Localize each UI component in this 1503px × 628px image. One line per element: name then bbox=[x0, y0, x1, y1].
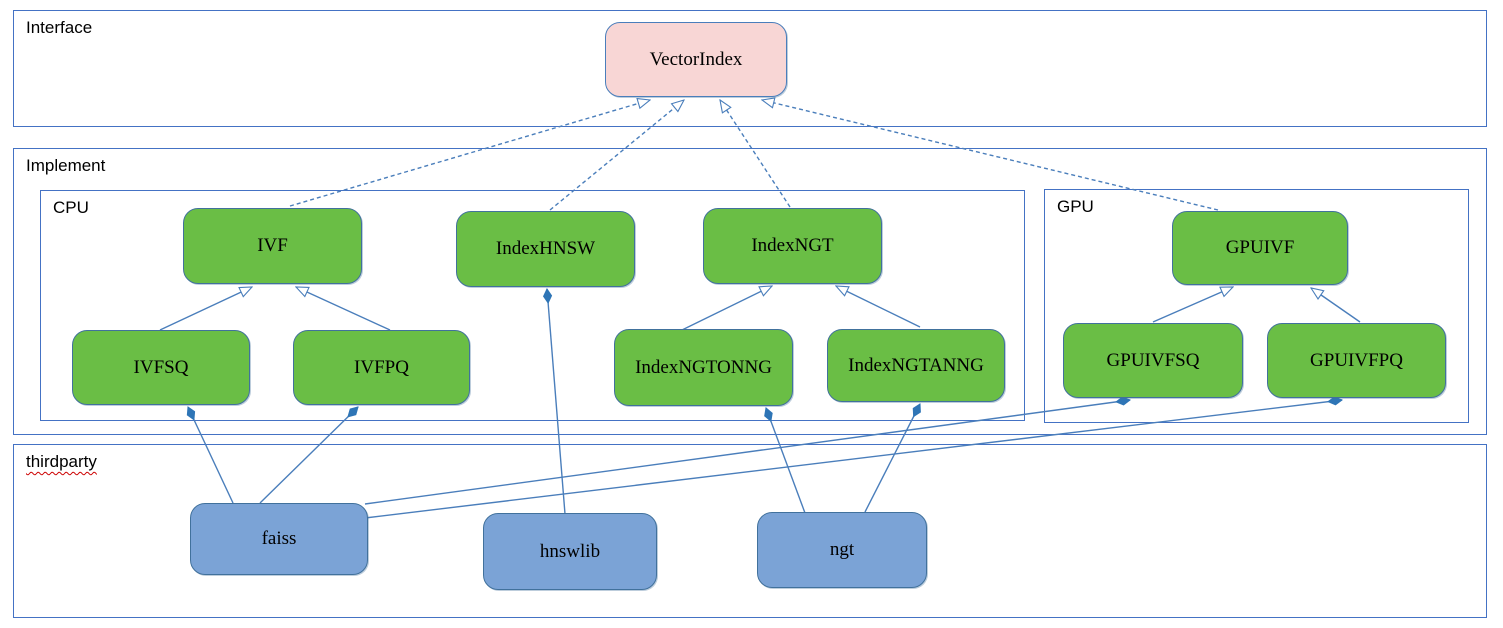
node-gpuivfpq-label: GPUIVFPQ bbox=[1310, 349, 1403, 371]
group-implement-label: Implement bbox=[26, 156, 106, 175]
node-ivfsq[interactable]: IVFSQ bbox=[72, 330, 250, 405]
node-indexhnsw[interactable]: IndexHNSW bbox=[456, 211, 635, 287]
node-gpuivfpq[interactable]: GPUIVFPQ bbox=[1267, 323, 1446, 398]
node-ivfpq-label: IVFPQ bbox=[354, 356, 409, 378]
node-ivf-label: IVF bbox=[257, 235, 288, 256]
node-faiss[interactable]: faiss bbox=[190, 503, 368, 575]
node-indexngtanng[interactable]: IndexNGTANNG bbox=[827, 329, 1005, 402]
node-indexngt[interactable]: IndexNGT bbox=[703, 208, 882, 284]
node-gpuivfsq[interactable]: GPUIVFSQ bbox=[1063, 323, 1243, 398]
node-hnswlib[interactable]: hnswlib bbox=[483, 513, 657, 590]
node-ngt-label: ngt bbox=[829, 539, 855, 560]
node-ivf[interactable]: IVF bbox=[183, 208, 362, 284]
node-vectorindex[interactable]: VectorIndex bbox=[605, 22, 787, 97]
group-cpu-label: CPU bbox=[53, 198, 89, 217]
node-gpuivf-label: GPUIVF bbox=[1225, 237, 1295, 258]
node-faiss-label: faiss bbox=[261, 528, 297, 549]
node-hnswlib-label: hnswlib bbox=[539, 540, 601, 562]
node-indexngtonng-label: IndexNGTONNG bbox=[635, 356, 772, 378]
node-indexngtonng[interactable]: IndexNGTONNG bbox=[614, 329, 793, 406]
node-ivfpq[interactable]: IVFPQ bbox=[293, 330, 470, 405]
group-gpu-label: GPU bbox=[1057, 197, 1094, 216]
node-gpuivfsq-label: GPUIVFSQ bbox=[1106, 349, 1200, 371]
node-indexhnsw-label: IndexHNSW bbox=[495, 238, 596, 259]
node-vectorindex-label: VectorIndex bbox=[649, 48, 743, 70]
group-thirdparty-label: thirdparty bbox=[26, 452, 97, 471]
node-ngt[interactable]: ngt bbox=[757, 512, 927, 588]
node-indexngt-label: IndexNGT bbox=[751, 235, 834, 256]
node-ivfsq-label: IVFSQ bbox=[133, 356, 189, 378]
group-interface-label: Interface bbox=[26, 18, 93, 37]
node-gpuivf[interactable]: GPUIVF bbox=[1172, 211, 1348, 285]
node-indexngtanng-label: IndexNGTANNG bbox=[848, 354, 984, 376]
